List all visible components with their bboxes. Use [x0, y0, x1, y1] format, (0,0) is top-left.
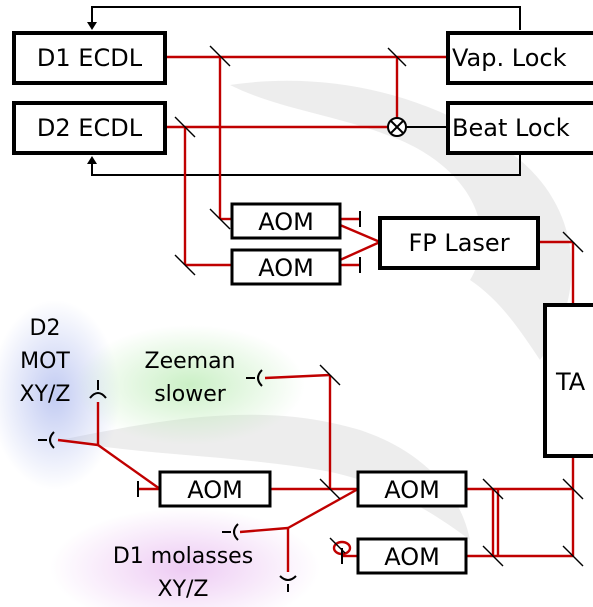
- mirror-icon: [319, 364, 341, 386]
- beat-lock-label: Beat Lock: [452, 114, 570, 142]
- beat-lock-box: Beat Lock: [446, 101, 593, 155]
- aom-lower-mid-box: AOM: [356, 470, 468, 508]
- mirrors: [174, 45, 584, 567]
- mixer-icon: [387, 117, 407, 137]
- beam-dumps: [137, 211, 361, 564]
- aom-upper-2-label: AOM: [258, 254, 314, 282]
- d1-ecdl-label: D1 ECDL: [37, 44, 143, 72]
- d1-ecdl-box: D1 ECDL: [12, 31, 167, 85]
- fiber-coupler-icon: [222, 523, 239, 541]
- zeeman-slower-label: Zeeman slower: [145, 349, 236, 407]
- fp-laser-label: FP Laser: [408, 229, 509, 257]
- mirror-icon: [387, 47, 407, 67]
- aom-lower-mid-label: AOM: [384, 476, 440, 504]
- d2-ecdl-label: D2 ECDL: [37, 114, 143, 142]
- mirror-icon: [174, 254, 196, 276]
- zeeman-glow: [75, 325, 305, 445]
- svg-text:XY/Z: XY/Z: [20, 382, 71, 407]
- aom-lower-left-label: AOM: [187, 476, 243, 504]
- ta-box: TA: [543, 303, 593, 458]
- fiber-couplers: [38, 369, 297, 592]
- beam-paths: [57, 55, 575, 572]
- mirror-icon: [562, 545, 584, 567]
- mirror-icon: [174, 116, 196, 138]
- fiber-coupler-icon: [38, 431, 55, 449]
- mirror-icon: [562, 231, 584, 253]
- d1-molasses-label: D1 molasses XY/Z: [113, 544, 253, 602]
- vap-lock-box: Vap. Lock: [446, 31, 593, 85]
- aom-lower-bottom-box: AOM: [356, 537, 468, 575]
- mirror-icon: [482, 478, 504, 500]
- mirror-icon: [209, 45, 231, 67]
- d2-mot-label: D2 MOT XY/Z: [20, 316, 71, 407]
- fiber-coupler-icon: [89, 380, 107, 399]
- aom-lower-bottom-label: AOM: [384, 543, 440, 571]
- aom-lower-left-box: AOM: [158, 470, 272, 508]
- d1-molasses-glow: [50, 508, 320, 607]
- aom-upper-1-box: AOM: [230, 202, 342, 240]
- vap-lock-label: Vap. Lock: [452, 44, 567, 72]
- d2-ecdl-box: D2 ECDL: [12, 101, 167, 155]
- mirror-icon: [319, 478, 341, 500]
- ta-label: TA: [555, 368, 586, 396]
- fiber-coupler-icon: [246, 369, 263, 387]
- aom-upper-1-label: AOM: [258, 208, 314, 236]
- aom-upper-2-box: AOM: [230, 248, 342, 286]
- mirror-icon: [562, 478, 584, 500]
- svg-text:XY/Z: XY/Z: [158, 577, 209, 602]
- mirror-icon: [482, 545, 504, 567]
- fiber-coupler-icon: [279, 575, 297, 592]
- svg-text:MOT: MOT: [20, 349, 70, 374]
- svg-text:Zeeman: Zeeman: [145, 349, 236, 374]
- mirror-icon: [209, 208, 231, 230]
- svg-text:D2: D2: [30, 316, 61, 341]
- svg-text:slower: slower: [154, 382, 227, 407]
- fp-laser-box: FP Laser: [378, 216, 540, 270]
- d2-mot-glow: [0, 300, 120, 490]
- feedback-lines: [87, 6, 521, 176]
- svg-text:D1 molasses: D1 molasses: [113, 544, 253, 569]
